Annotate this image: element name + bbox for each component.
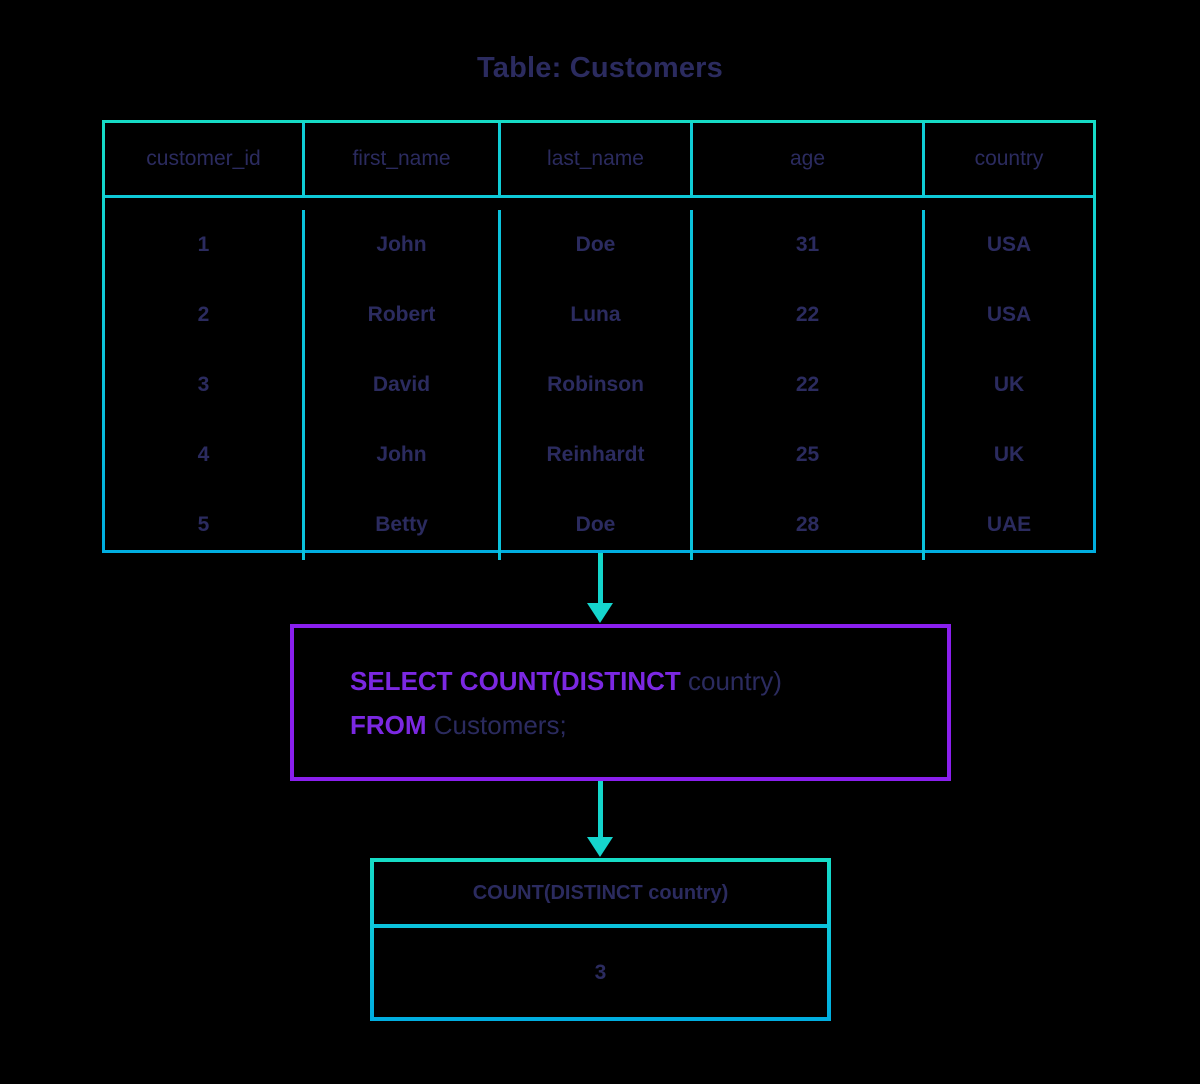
sql-keyword-select-count-distinct: SELECT COUNT(DISTINCT [350, 665, 681, 696]
table-row: 3 David Robinson 22 UK [105, 350, 1093, 420]
cell-country: UAE [986, 513, 1032, 536]
cell-age: 22 [693, 350, 925, 420]
table-row: 2 Robert Luna 22 USA [105, 280, 1093, 350]
cell-last-name: Doe [501, 210, 693, 280]
table-body: 1 John Doe 31 USA 2 Robert Luna 22 USA 3… [105, 198, 1093, 560]
cell-age: 31 [693, 210, 925, 280]
cell-age: 25 [693, 420, 925, 490]
cell-customer-id: 1 [105, 210, 305, 280]
column-header-first-name: first_name [305, 123, 501, 195]
cell-age: 28 [693, 490, 925, 560]
cell-country: USA [986, 303, 1032, 326]
sql-query-box: SELECT COUNT(DISTINCT country) FROM Cust… [290, 624, 951, 781]
arrow-shaft [597, 553, 603, 603]
cell-customer-id: 3 [105, 350, 305, 420]
sql-keyword-from: FROM [350, 709, 427, 740]
table-header-row: customer_id first_name last_name age cou… [105, 123, 1093, 198]
cell-first-name: John [305, 420, 501, 490]
cell-country: UK [993, 373, 1025, 396]
cell-first-name: David [305, 350, 501, 420]
source-table: customer_id first_name last_name age cou… [102, 120, 1096, 560]
arrow-shaft [597, 781, 603, 837]
cell-customer-id: 5 [105, 490, 305, 560]
column-header-customer-id: customer_id [105, 123, 305, 195]
page-title: Table: Customers [477, 52, 723, 84]
cell-first-name: Robert [305, 280, 501, 350]
cell-last-name: Luna [501, 280, 693, 350]
sql-identifier-customers: Customers; [426, 709, 567, 740]
cell-customer-id: 4 [105, 420, 305, 490]
cell-country: UK [993, 443, 1025, 466]
table-row: 1 John Doe 31 USA [105, 210, 1093, 280]
arrow-head [587, 603, 613, 623]
arrow-head [587, 837, 613, 857]
result-value: 3 [594, 960, 607, 984]
arrow-down-icon [587, 553, 613, 623]
table-row: 4 John Reinhardt 25 UK [105, 420, 1093, 490]
column-header-last-name: last_name [501, 123, 693, 195]
result-table: COUNT(DISTINCT country) 3 [370, 858, 831, 1021]
column-header-country: country [974, 147, 1044, 170]
sql-identifier-country: country) [680, 665, 782, 696]
cell-first-name: Betty [305, 490, 501, 560]
sql-line-1: SELECT COUNT(DISTINCT country) [350, 659, 947, 703]
cell-last-name: Robinson [501, 350, 693, 420]
arrow-down-icon [587, 781, 613, 857]
result-column-header: COUNT(DISTINCT country) [374, 862, 827, 928]
cell-customer-id: 2 [105, 280, 305, 350]
column-header-age: age [693, 123, 925, 195]
cell-first-name: John [305, 210, 501, 280]
table-row: 5 Betty Doe 28 UAE [105, 490, 1093, 560]
cell-last-name: Reinhardt [501, 420, 693, 490]
cell-country: USA [986, 233, 1032, 256]
sql-line-2: FROM Customers; [350, 703, 947, 747]
cell-last-name: Doe [501, 490, 693, 560]
cell-age: 22 [693, 280, 925, 350]
